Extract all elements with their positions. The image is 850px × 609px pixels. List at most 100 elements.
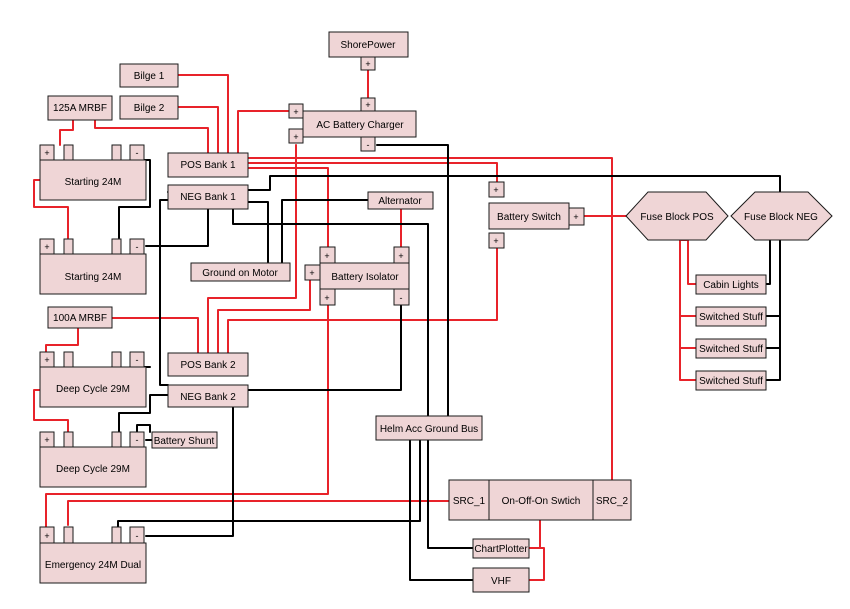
- switch-plus-bottom: +: [493, 236, 498, 246]
- fuse-block-pos[interactable]: Fuse Block POS: [625, 191, 729, 241]
- charger-minus: -: [367, 140, 370, 150]
- emergency-24m-dual-battery[interactable]: Emergency 24M Dual + -: [39, 526, 147, 584]
- vhf-box[interactable]: VHF: [472, 567, 530, 593]
- switch-plus-top: +: [493, 185, 498, 195]
- pos-bank-1-label: POS Bank 1: [180, 160, 235, 171]
- fuse-block-neg[interactable]: Fuse Block NEG: [730, 191, 833, 241]
- charger-plus-top: +: [365, 100, 370, 110]
- neg-bank-1-box[interactable]: NEG Bank 1: [167, 184, 249, 210]
- chartplotter-label: ChartPlotter: [474, 544, 528, 555]
- cabin-lights-box[interactable]: Cabin Lights: [695, 274, 767, 295]
- wire-negbank1-negbank2: [159, 199, 169, 386]
- isolator-plus-left: +: [309, 268, 314, 278]
- battery-isolator-box[interactable]: Battery Isolator + + + + -: [304, 246, 410, 306]
- mrbf-125-box[interactable]: 125A MRBF: [47, 95, 113, 121]
- bilge-1-label: Bilge 1: [134, 71, 165, 82]
- wire-isolator-emergency: [45, 304, 329, 528]
- wire-mrbf125-posbank1: [94, 119, 209, 154]
- fuse-block-pos-label: Fuse Block POS: [640, 212, 714, 223]
- pos-bank-1-box[interactable]: POS Bank 1: [167, 152, 249, 178]
- starting-1-minus: -: [136, 148, 139, 158]
- charger-plus-left-2: +: [293, 132, 298, 142]
- wire-mrbf125-starting1: [59, 119, 74, 146]
- battery-isolator-label: Battery Isolator: [331, 272, 399, 283]
- helm-acc-ground-bus-box[interactable]: Helm Acc Ground Bus: [375, 415, 483, 441]
- bilge-2-box[interactable]: Bilge 2: [119, 95, 179, 120]
- switched-stuff-1-box[interactable]: Switched Stuff: [695, 306, 767, 327]
- wire-negbank1-fuseneg: [247, 175, 781, 193]
- on-off-on-switch-label: On-Off-On Swtich: [502, 496, 581, 507]
- isolator-minus: -: [400, 293, 403, 303]
- positive-wires: [33, 69, 697, 581]
- starting-24m-2-label: Starting 24M: [65, 272, 122, 283]
- wire-charger-posbank2: [207, 144, 297, 354]
- shore-power-plus: +: [365, 59, 370, 69]
- neg-bank-1-label: NEG Bank 1: [180, 192, 236, 203]
- deep-cycle-29m-2-battery[interactable]: Deep Cycle 29M + -: [39, 431, 147, 488]
- switched-stuff-2-box[interactable]: Switched Stuff: [695, 338, 767, 359]
- switched-stuff-2-label: Switched Stuff: [699, 344, 763, 355]
- wire-posbank1-switch: [247, 162, 498, 183]
- wire-helmbus-chartplotter: [427, 439, 474, 549]
- pos-bank-2-box[interactable]: POS Bank 2: [167, 352, 249, 377]
- isolator-plus-top-right: +: [398, 251, 403, 261]
- wire-switch-posbank2: [227, 247, 498, 354]
- wire-posbank1-src2: [247, 157, 613, 481]
- wire-negbank1-groundmotor: [247, 201, 269, 264]
- switched-stuff-3-box[interactable]: Switched Stuff: [695, 370, 767, 391]
- deep-cycle-2-plus: +: [44, 435, 49, 445]
- deep-cycle-29m-1-battery[interactable]: Deep Cycle 29M + -: [39, 351, 147, 408]
- wire-src1-emergency: [67, 500, 450, 526]
- battery-shunt-label: Battery Shunt: [154, 436, 215, 447]
- mrbf-125-label: 125A MRBF: [53, 103, 107, 114]
- wire-charger-posbank1: [237, 110, 289, 154]
- wire-switch-vhf: [528, 547, 545, 581]
- wire-charger-helmbus: [376, 144, 449, 417]
- isolator-plus-top-left: +: [324, 251, 329, 261]
- emergency-minus: -: [136, 531, 139, 541]
- starting-24m-2-battery[interactable]: Starting 24M + -: [39, 238, 147, 295]
- switched-stuff-1-label: Switched Stuff: [699, 312, 763, 323]
- battery-shunt-box[interactable]: Battery Shunt: [151, 431, 218, 449]
- fuse-block-neg-label: Fuse Block NEG: [744, 212, 818, 223]
- starting-2-plus: +: [44, 242, 49, 252]
- mrbf-100-box[interactable]: 100A MRBF: [47, 306, 113, 329]
- wire-shunt-loop: [136, 424, 151, 433]
- neg-bank-2-box[interactable]: NEG Bank 2: [167, 384, 249, 408]
- wire-bilge2-posbank1: [177, 106, 219, 154]
- wire-isolator-negbank2: [247, 302, 402, 391]
- pos-bank-2-label: POS Bank 2: [180, 360, 235, 371]
- battery-switch-box[interactable]: Battery Switch + + +: [488, 181, 585, 249]
- ground-on-motor-label: Ground on Motor: [202, 268, 278, 279]
- on-off-on-switch-box[interactable]: SRC_1 On-Off-On Swtich SRC_2: [448, 479, 632, 521]
- starting-24m-1-battery[interactable]: Starting 24M + -: [39, 144, 147, 201]
- wire-bilge1-posbank1: [177, 74, 229, 154]
- charger-plus-left-1: +: [293, 107, 298, 117]
- wire-fuseneg-switched1: [765, 239, 781, 381]
- deep-cycle-2-label: Deep Cycle 29M: [56, 464, 130, 475]
- wire-mrbf100-deepcycle1: [45, 327, 79, 353]
- wire-negbank1-helmbus: [232, 204, 429, 417]
- wire-isolator-posbank2: [217, 273, 321, 354]
- ground-on-motor-box[interactable]: Ground on Motor: [190, 262, 291, 282]
- battery-switch-label: Battery Switch: [497, 212, 561, 223]
- wire-helmbus-emergency: [117, 439, 421, 528]
- neg-bank-2-label: NEG Bank 2: [180, 392, 236, 403]
- components: ShorePower + Bilge 1 Bilge 2 125A MRBF A…: [39, 31, 833, 593]
- alternator-box[interactable]: Alternator: [367, 191, 434, 210]
- src-1-label: SRC_1: [453, 496, 486, 507]
- starting-1-plus: +: [44, 148, 49, 158]
- starting-2-minus: -: [136, 242, 139, 252]
- shore-power-box[interactable]: ShorePower +: [328, 31, 409, 71]
- negative-wires: [117, 144, 781, 581]
- wire-mrbf100-posbank2: [111, 317, 199, 354]
- deep-cycle-1-minus: -: [136, 355, 139, 365]
- chartplotter-box[interactable]: ChartPlotter: [472, 538, 530, 559]
- ac-battery-charger-label: AC Battery Charger: [316, 120, 404, 131]
- bilge-2-label: Bilge 2: [134, 103, 165, 114]
- wire-fuse-switched3: [679, 347, 697, 381]
- bilge-1-box[interactable]: Bilge 1: [119, 63, 179, 88]
- ac-battery-charger-box[interactable]: AC Battery Charger + + + -: [288, 97, 417, 152]
- cabin-lights-label: Cabin Lights: [703, 280, 759, 291]
